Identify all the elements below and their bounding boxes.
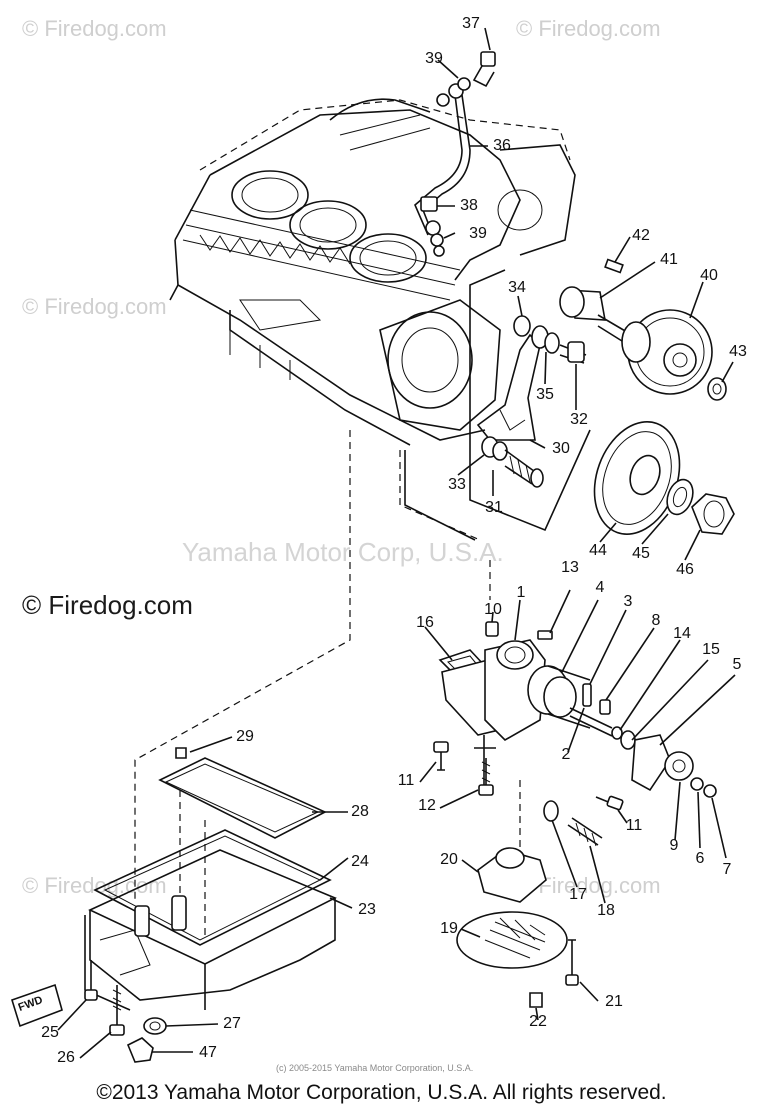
part-label-46[interactable]: 46 [676, 561, 694, 578]
crankcase-illustration [169, 98, 576, 446]
part-label-10[interactable]: 10 [484, 601, 502, 618]
relief-valve [543, 800, 603, 847]
drive-gear-40 [559, 258, 727, 401]
oil-pipe-assembly [414, 51, 496, 257]
small-copyright: (c) 2005-2015 Yamaha Motor Corporation, … [276, 1063, 474, 1073]
pump-bolts [433, 741, 624, 811]
part-label-4[interactable]: 4 [595, 579, 605, 596]
oil-pan [84, 747, 337, 1011]
part-label-34[interactable]: 34 [508, 279, 526, 296]
oil-pump-assembly [438, 621, 717, 798]
part-label-8[interactable]: 8 [651, 612, 661, 629]
part-label-15[interactable]: 15 [702, 641, 720, 658]
part-label-22[interactable]: 22 [529, 1013, 547, 1030]
oil-strainer [456, 847, 579, 1008]
part-label-27[interactable]: 27 [223, 1015, 241, 1032]
part-label-39a[interactable]: 39 [425, 50, 443, 67]
part-label-5[interactable]: 5 [732, 656, 742, 673]
part-label-38[interactable]: 38 [460, 197, 478, 214]
watermark-mid-left: © Firedog.com [22, 294, 167, 319]
part-label-2[interactable]: 2 [561, 746, 571, 763]
part-label-41[interactable]: 41 [660, 251, 678, 268]
watermark-mid-left-large: © Firedog.com [22, 590, 193, 620]
part-label-9[interactable]: 9 [669, 837, 679, 854]
part-label-1[interactable]: 1 [516, 584, 526, 601]
watermark-top-right: © Firedog.com [516, 16, 661, 41]
part-label-33[interactable]: 33 [448, 476, 466, 493]
watermark-top-left: © Firedog.com [22, 16, 167, 41]
part-label-23[interactable]: 23 [358, 901, 376, 918]
part-label-11a[interactable]: 11 [397, 772, 415, 789]
part-label-16[interactable]: 16 [416, 614, 434, 631]
part-label-12[interactable]: 12 [418, 797, 436, 814]
part-label-31[interactable]: 31 [485, 499, 503, 516]
part-label-39b[interactable]: 39 [469, 225, 487, 242]
part-label-28[interactable]: 28 [351, 803, 369, 820]
gear-44-set [593, 421, 735, 535]
part-label-47[interactable]: 47 [199, 1044, 217, 1061]
watermark-center: Yamaha Motor Corp, U.S.A. [182, 537, 504, 567]
part-label-6[interactable]: 6 [695, 850, 705, 867]
part-label-24[interactable]: 24 [351, 853, 369, 870]
pan-hardware [11, 960, 167, 1063]
part-label-11b[interactable]: 11 [625, 817, 643, 834]
part-label-29[interactable]: 29 [236, 728, 254, 745]
part-label-36[interactable]: 36 [493, 137, 511, 154]
part-label-25[interactable]: 25 [41, 1024, 59, 1041]
part-label-26[interactable]: 26 [57, 1049, 75, 1066]
part-label-37[interactable]: 37 [462, 15, 480, 32]
part-label-42[interactable]: 42 [632, 227, 650, 244]
footer-copyright: ©2013 Yamaha Motor Corporation, U.S.A. A… [96, 1081, 667, 1104]
part-label-20[interactable]: 20 [440, 851, 458, 868]
part-label-18[interactable]: 18 [597, 902, 615, 919]
part-label-43[interactable]: 43 [729, 343, 747, 360]
part-label-3[interactable]: 3 [623, 593, 633, 610]
part-label-7[interactable]: 7 [722, 861, 732, 878]
part-label-40[interactable]: 40 [700, 267, 718, 284]
part-label-21[interactable]: 21 [605, 993, 623, 1010]
oil-pump-drive-assembly [404, 269, 591, 541]
part-label-32[interactable]: 32 [570, 411, 588, 428]
part-label-19[interactable]: 19 [440, 920, 458, 937]
leader-lines [57, 27, 736, 1059]
part-label-30[interactable]: 30 [552, 440, 570, 457]
part-label-17[interactable]: 17 [569, 886, 587, 903]
part-label-45[interactable]: 45 [632, 545, 650, 562]
part-label-13[interactable]: 13 [561, 559, 579, 576]
part-label-44[interactable]: 44 [589, 542, 607, 559]
part-label-35[interactable]: 35 [536, 386, 554, 403]
part-label-14[interactable]: 14 [673, 625, 691, 642]
